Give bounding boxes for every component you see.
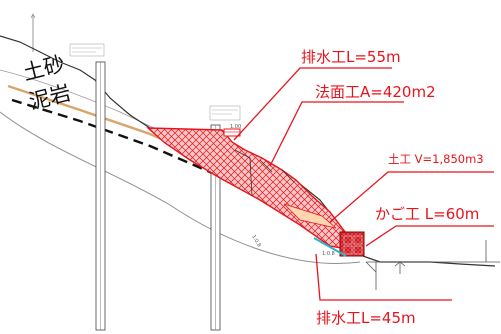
- drainage-lower-label: 排水工L=45m: [316, 309, 416, 327]
- earthwork-label: 土工 V=1,850m3: [388, 152, 484, 166]
- upper-drain-channel: [223, 128, 241, 137]
- slope-ratio-tag-2: 1:0.8: [322, 251, 335, 257]
- drainage-upper-label: 排水工L=55m: [301, 48, 401, 66]
- slope-face-label: 法面工A=420m2: [315, 83, 436, 101]
- gabion-structure: [339, 231, 365, 257]
- borehole-left: [69, 43, 106, 331]
- lower-drain-pipe: [313, 237, 347, 257]
- slope-ratio-tag-1: 1:0.8: [250, 234, 262, 248]
- slope-face-hatch: [146, 127, 354, 251]
- leader-lines: [233, 67, 494, 301]
- dimension-tag: 1.00: [230, 124, 241, 130]
- survey-marker: [30, 13, 36, 52]
- road-section: [365, 240, 500, 290]
- slope-bench: [234, 149, 295, 197]
- gabion-label: かご工 L=60m: [375, 205, 480, 223]
- earthwork-zone: [283, 203, 337, 229]
- rock-line-deep: [0, 111, 361, 264]
